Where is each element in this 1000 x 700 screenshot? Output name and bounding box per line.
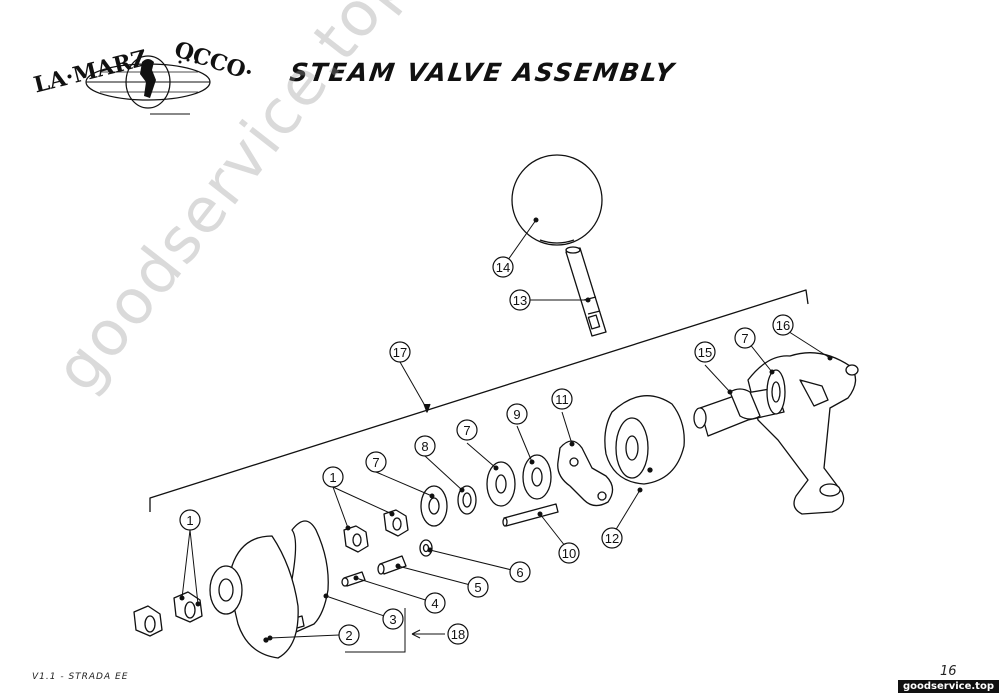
callout-15-text: 15: [698, 345, 712, 360]
callout-4: 4: [424, 592, 446, 614]
part-1-nuts-upper: [343, 509, 409, 553]
callout-12: 12: [601, 527, 623, 549]
callout-7b: 7: [456, 419, 478, 441]
callout-2-text: 2: [345, 628, 352, 643]
callout-8-text: 8: [421, 439, 428, 454]
callout-5-text: 5: [474, 580, 481, 595]
part-15-spindle: [693, 369, 786, 437]
callout-11-text: 11: [555, 392, 569, 407]
callout-5: 5: [467, 576, 489, 598]
callout-3-text: 3: [389, 612, 396, 627]
part-16-bracket: [747, 352, 859, 515]
part-7-washer-b: [486, 461, 516, 507]
callout-7c-text: 7: [741, 331, 748, 346]
callout-16-text: 16: [776, 318, 790, 333]
part-7-washer-a: [420, 485, 448, 527]
part-13-shaft: [565, 246, 607, 337]
callout-1b: 1: [322, 466, 344, 488]
callout-18: 18: [447, 623, 469, 645]
callout-6: 6: [509, 561, 531, 583]
callout-4-text: 4: [431, 596, 438, 611]
part-2-cam-body: [209, 535, 299, 659]
callout-14-text: 14: [496, 260, 510, 275]
callout-9-text: 9: [513, 407, 520, 422]
la-marzocco-logo: LA·MARZ OCCO·: [31, 40, 256, 115]
callout-7b-text: 7: [463, 423, 470, 438]
callout-6-text: 6: [516, 565, 523, 580]
part-12-cam: [604, 395, 685, 485]
part-11-plate: [557, 440, 614, 507]
callout-10-text: 10: [562, 546, 576, 561]
callout-7a: 7: [365, 451, 387, 473]
callout-7c: 7: [734, 327, 756, 349]
callout-13-text: 13: [513, 293, 527, 308]
part-8-ring: [457, 485, 477, 515]
callout-1a-text: 1: [186, 513, 193, 528]
callout-17: 17: [389, 341, 411, 363]
leader-lines: [181, 219, 831, 653]
part-1-nuts-lower: [133, 591, 203, 637]
source-badge: goodservice.top: [898, 680, 999, 693]
callout-15: 15: [694, 341, 716, 363]
version-label: V1.1 - STRADA EE: [32, 672, 129, 682]
callout-11: 11: [551, 388, 573, 410]
callout-10: 10: [558, 542, 580, 564]
callout-7a-text: 7: [372, 455, 379, 470]
callout-13: 13: [509, 289, 531, 311]
callout-1a: 1: [179, 509, 201, 531]
callouts: 1 1 2 3 4 5 6 7 8 7 9 11 10 12 13 1: [179, 256, 794, 646]
callout-2: 2: [338, 624, 360, 646]
callout-9: 9: [506, 403, 528, 425]
page-number: 16: [940, 664, 957, 679]
callout-1b-text: 1: [329, 470, 336, 485]
part-10-pin: [502, 503, 559, 527]
part-5-spacer: [377, 555, 407, 575]
callout-17-text: 17: [393, 345, 407, 360]
callout-18-text: 18: [451, 627, 465, 642]
callout-8: 8: [414, 435, 436, 457]
part-9-washer: [522, 454, 552, 500]
part-4-pin: [341, 571, 366, 587]
callout-14: 14: [492, 256, 514, 278]
callout-3: 3: [382, 608, 404, 630]
callout-12-text: 12: [605, 531, 619, 546]
callout-16: 16: [772, 314, 794, 336]
part-14-knob: [511, 154, 603, 246]
